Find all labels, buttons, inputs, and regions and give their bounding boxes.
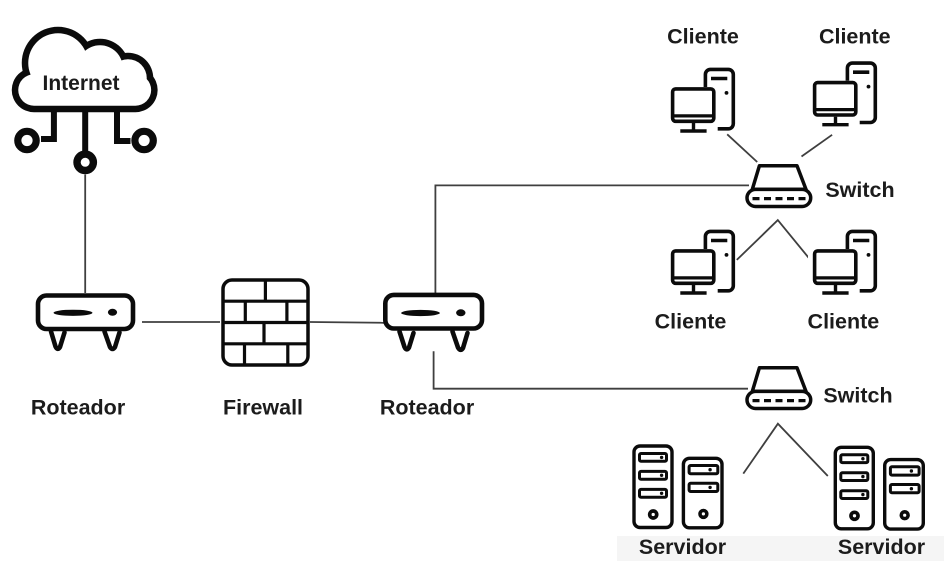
svg-text:Internet: Internet bbox=[42, 72, 119, 95]
svg-text:Roteador: Roteador bbox=[31, 396, 126, 420]
svg-text:Switch: Switch bbox=[823, 384, 892, 408]
svg-text:Firewall: Firewall bbox=[223, 396, 303, 420]
svg-text:Servidor: Servidor bbox=[639, 535, 727, 559]
svg-text:Switch: Switch bbox=[825, 178, 894, 202]
svg-text:Cliente: Cliente bbox=[819, 25, 891, 49]
svg-text:Cliente: Cliente bbox=[667, 25, 739, 49]
svg-text:Cliente: Cliente bbox=[808, 310, 880, 334]
svg-text:Cliente: Cliente bbox=[655, 310, 727, 334]
svg-text:Servidor: Servidor bbox=[838, 535, 926, 559]
svg-text:Roteador: Roteador bbox=[380, 396, 475, 420]
